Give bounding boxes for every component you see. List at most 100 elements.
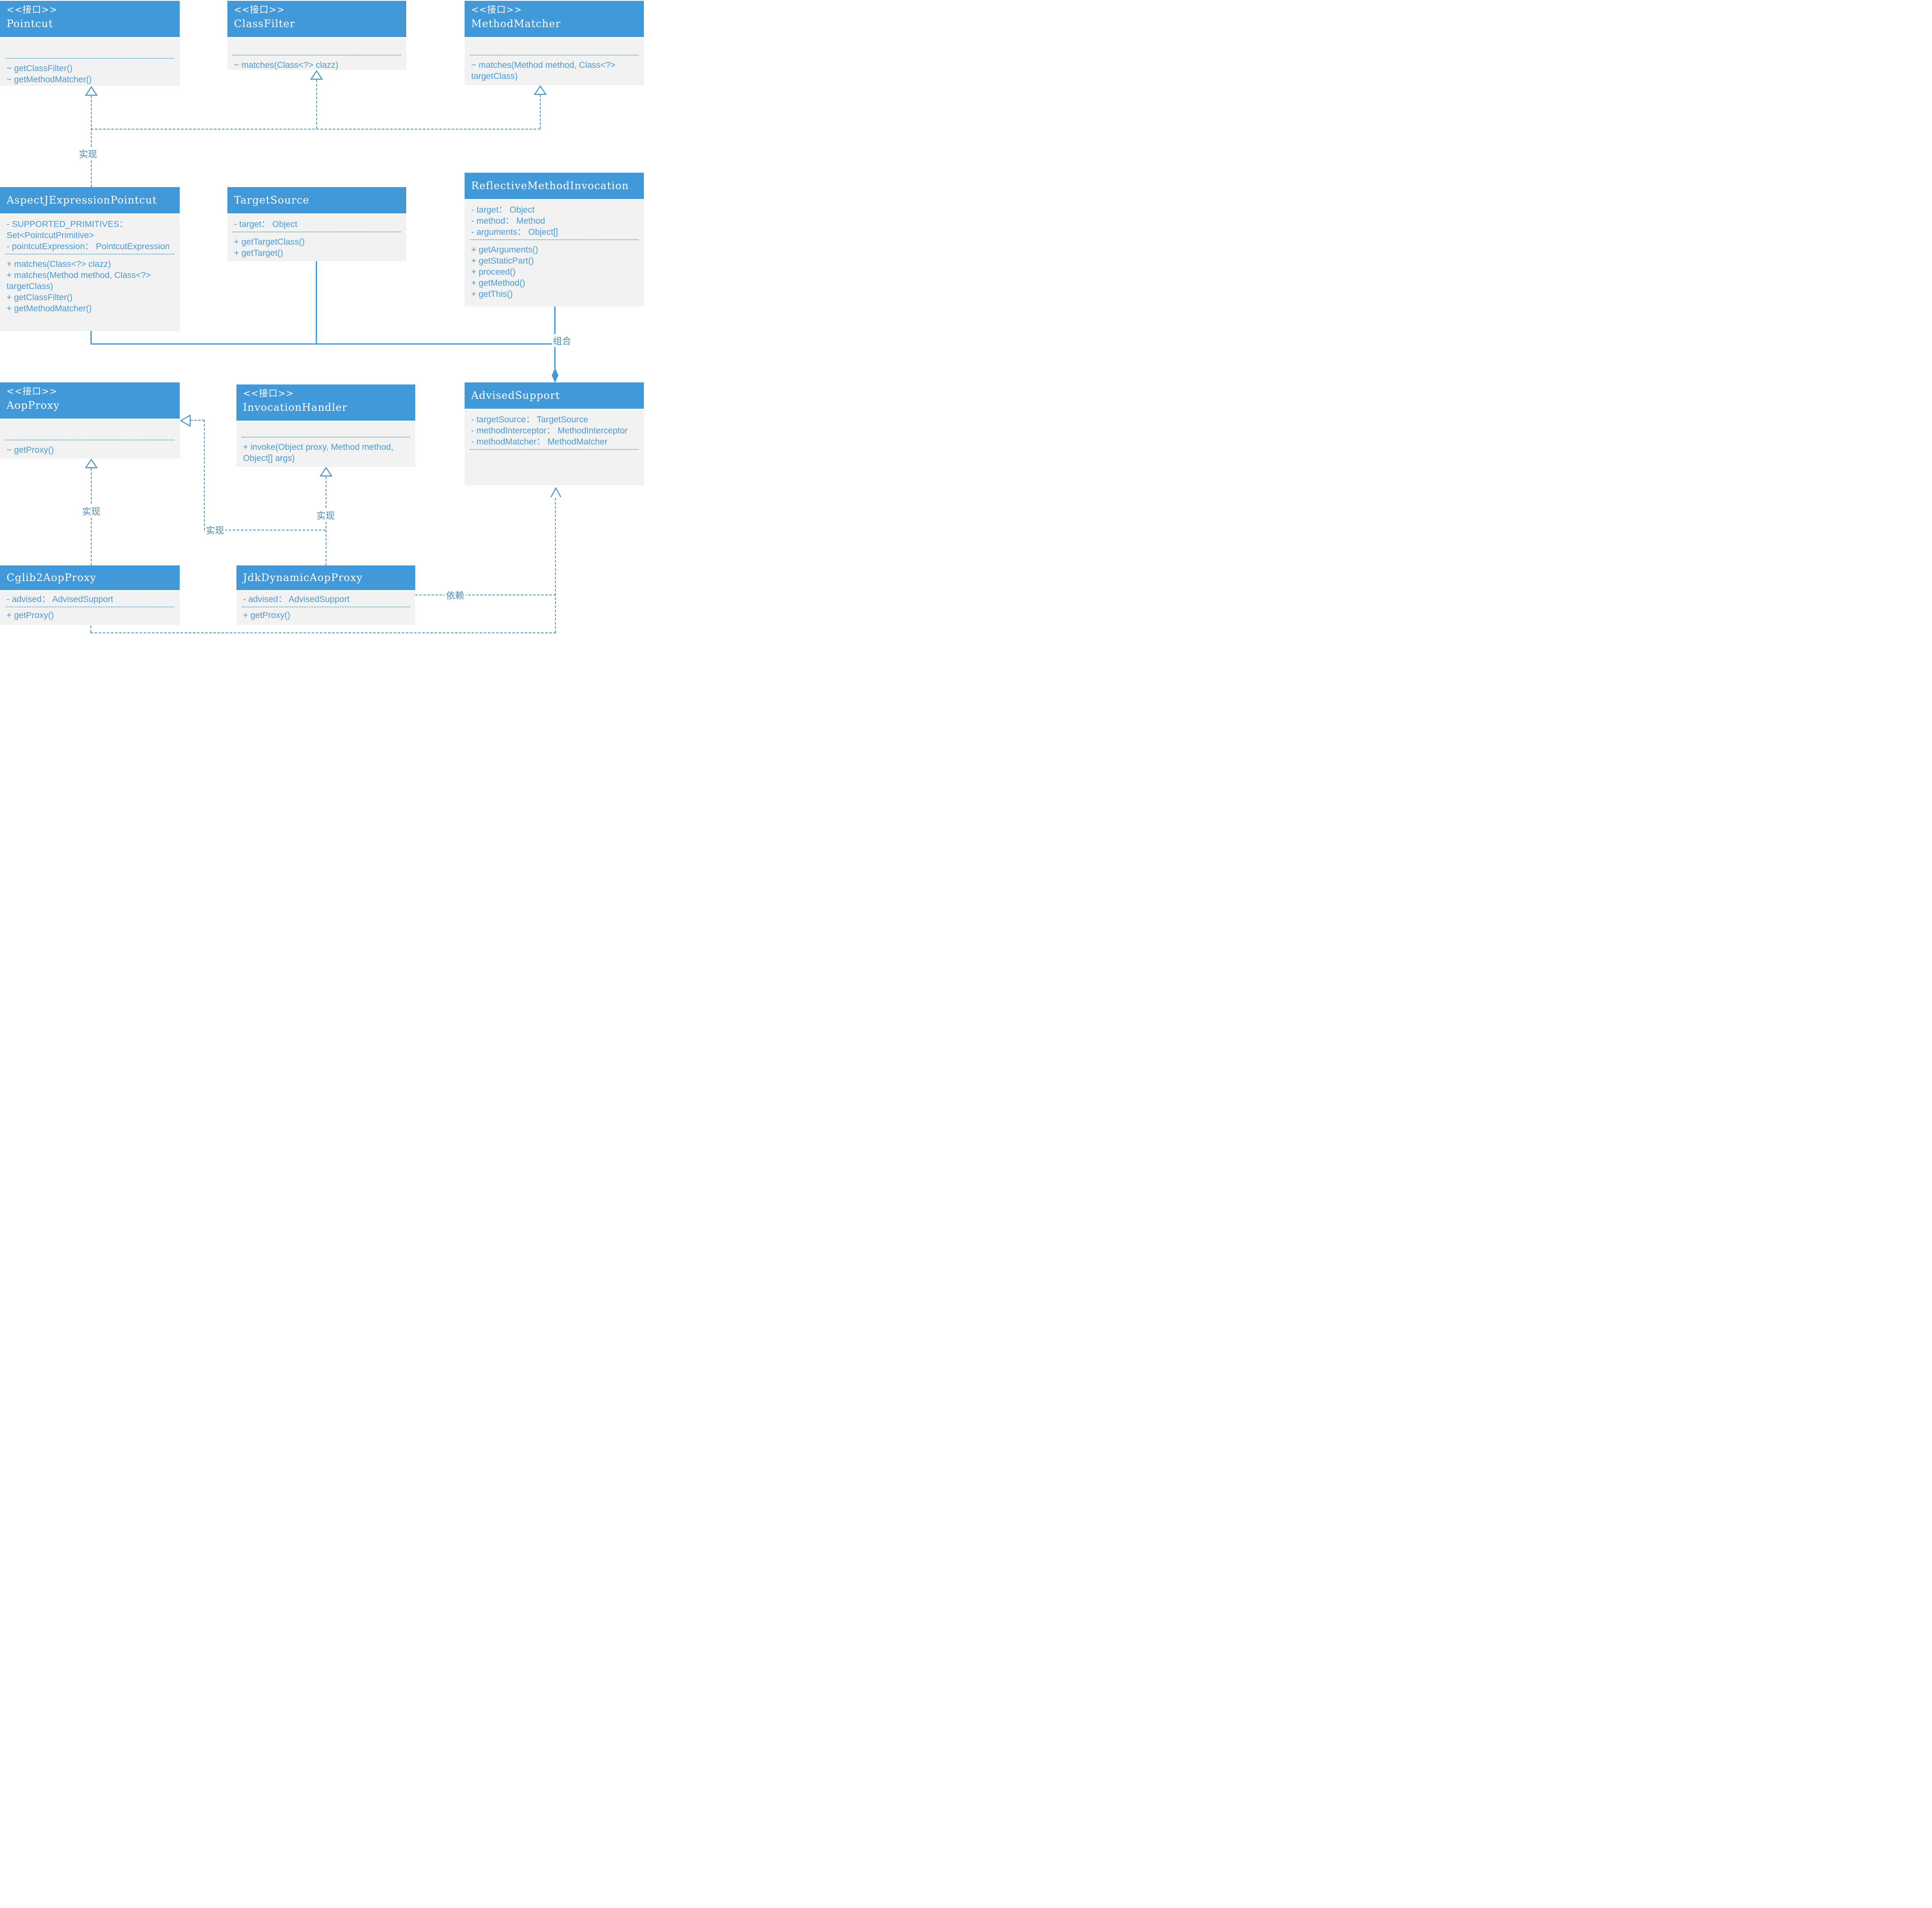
class-body: + invoke(Object proxy, Method method, Ob… <box>236 421 415 467</box>
realization-line <box>91 129 540 130</box>
class-box-classfilter: <<接口>> ClassFilter ~ matches(Class<?> cl… <box>227 1 406 70</box>
class-body: - targetSource： TargetSource - methodInt… <box>465 409 644 485</box>
relation-label-implements: 实现 <box>204 523 226 537</box>
methods-section: + matches(Class<?> clazz) + matches(Meth… <box>0 255 180 318</box>
relation-label-implements: 实现 <box>315 509 336 522</box>
section-divider <box>470 55 639 56</box>
methods-section: ~ getProxy() <box>0 441 180 458</box>
class-header: <<接口>> Pointcut <box>0 1 180 37</box>
fields-section <box>465 38 644 54</box>
fields-section: - target： Object <box>227 215 406 231</box>
stereotype-label: <<接口>> <box>7 387 58 397</box>
class-header: <<接口>> ClassFilter <box>227 1 406 37</box>
class-body: - advised： AdvisedSupport + getProxy() <box>0 590 180 625</box>
field-line: - SUPPORTED_PRIMITIVES： Set<PointcutPrim… <box>7 220 128 240</box>
fields-section: - target： Object - method： Method - argu… <box>465 200 644 238</box>
stereotype-label: <<接口>> <box>243 389 294 399</box>
fields-section <box>0 420 180 439</box>
method-line: + matches(Method method, Class<?> target… <box>7 271 151 291</box>
method-line: + getStaticPart() <box>471 256 534 266</box>
section-divider <box>5 58 174 59</box>
field-line: - targetSource： TargetSource <box>471 415 588 424</box>
method-line: + getClassFilter() <box>7 293 73 302</box>
class-name: AspectJExpressionPointcut <box>7 194 157 206</box>
fields-section: - targetSource： TargetSource - methodInt… <box>465 410 644 448</box>
class-box-cglib2aopproxy: Cglib2AopProxy - advised： AdvisedSupport… <box>0 565 180 625</box>
realization-arrow-icon <box>85 86 97 96</box>
section-divider <box>470 239 639 240</box>
method-line: ~ matches(Method method, Class<?> target… <box>471 60 615 81</box>
stereotype-label: <<接口>> <box>234 5 285 15</box>
method-line: + getTarget() <box>234 248 283 258</box>
class-body: ~ matches(Class<?> clazz) <box>227 37 406 70</box>
dependency-line <box>555 498 556 633</box>
method-line: ~ getProxy() <box>7 445 54 455</box>
class-body: ~ matches(Method method, Class<?> target… <box>465 37 644 85</box>
fields-section <box>227 38 406 54</box>
dependency-arrow-icon <box>550 487 562 498</box>
methods-section: ~ matches(Method method, Class<?> target… <box>465 56 644 85</box>
method-line: + getProxy() <box>243 611 290 620</box>
method-line: + proceed() <box>471 267 516 277</box>
class-box-methodmatcher: <<接口>> MethodMatcher ~ matches(Method me… <box>465 1 644 85</box>
class-box-aspectjexpressionpointcut: AspectJExpressionPointcut - SUPPORTED_PR… <box>0 187 180 331</box>
class-header: <<接口>> AopProxy <box>0 382 180 419</box>
class-body: ~ getProxy() <box>0 419 180 458</box>
class-header: AdvisedSupport <box>465 382 644 409</box>
class-body: - advised： AdvisedSupport + getProxy() <box>236 590 415 625</box>
class-box-pointcut: <<接口>> Pointcut ~ getClassFilter() ~ get… <box>0 1 180 86</box>
method-line: + matches(Class<?> clazz) <box>7 259 111 269</box>
class-name: ReflectiveMethodInvocation <box>471 180 629 192</box>
class-name: MethodMatcher <box>471 18 561 30</box>
realization-line <box>540 95 541 129</box>
stereotype-label: <<接口>> <box>7 5 58 15</box>
section-divider <box>470 449 639 450</box>
class-name: Cglib2AopProxy <box>7 572 97 584</box>
class-box-targetsource: TargetSource - target： Object + getTarge… <box>227 187 406 261</box>
methods-section: + getProxy() <box>236 608 415 625</box>
field-line: - pointcutExpression： PointcutExpression <box>7 242 170 251</box>
class-name: Pointcut <box>7 18 53 30</box>
field-line: - arguments： Object[] <box>471 227 558 237</box>
class-body: - SUPPORTED_PRIMITIVES： Set<PointcutPrim… <box>0 213 180 331</box>
class-name: JdkDynamicAopProxy <box>243 572 363 584</box>
method-line: + invoke(Object proxy, Method method, Ob… <box>243 442 393 463</box>
relation-label-implements: 实现 <box>81 505 102 518</box>
method-line: + getThis() <box>471 289 513 299</box>
method-line: + getMethod() <box>471 278 525 288</box>
composition-diamond-icon <box>552 368 558 383</box>
composition-line <box>316 261 317 344</box>
realization-arrow-icon <box>320 467 332 477</box>
field-line: - methodMatcher： MethodMatcher <box>471 437 608 447</box>
class-box-aopproxy: <<接口>> AopProxy ~ getProxy() <box>0 382 180 458</box>
realization-line <box>91 96 92 187</box>
dependency-line <box>90 625 91 632</box>
section-divider <box>233 55 401 56</box>
field-line: - advised： AdvisedSupport <box>243 595 350 604</box>
composition-line <box>90 343 555 345</box>
method-line: ~ getMethodMatcher() <box>7 75 92 84</box>
methods-section: + getTargetClass() + getTarget() <box>227 233 406 261</box>
field-line: - methodInterceptor： MethodInterceptor <box>471 426 628 435</box>
realization-line <box>204 420 205 530</box>
class-header: JdkDynamicAopProxy <box>236 565 415 590</box>
realization-line <box>190 420 204 421</box>
realization-arrow-icon <box>310 70 323 80</box>
relation-label-composition: 组合 <box>551 334 573 347</box>
class-name: InvocationHandler <box>243 401 347 413</box>
class-body: - target： Object - method： Method - argu… <box>465 199 644 306</box>
method-line: + getTargetClass() <box>234 237 305 247</box>
method-line: + getProxy() <box>7 611 54 620</box>
class-body: ~ getClassFilter() ~ getMethodMatcher() <box>0 37 180 86</box>
fields-section: - advised： AdvisedSupport <box>236 591 415 606</box>
class-name: ClassFilter <box>234 18 295 30</box>
method-line: ~ matches(Class<?> clazz) <box>234 60 338 70</box>
section-divider <box>5 254 174 255</box>
methods-section: + getProxy() <box>0 608 180 625</box>
methods-section: + getArguments() + getStaticPart() + pro… <box>465 241 644 304</box>
field-line: - target： Object <box>234 220 298 229</box>
realization-arrow-icon <box>534 86 546 95</box>
method-line: + getMethodMatcher() <box>7 304 92 313</box>
class-box-advisedsupport: AdvisedSupport - targetSource： TargetSou… <box>465 382 644 485</box>
methods-section: ~ getClassFilter() ~ getMethodMatcher() <box>0 60 180 86</box>
